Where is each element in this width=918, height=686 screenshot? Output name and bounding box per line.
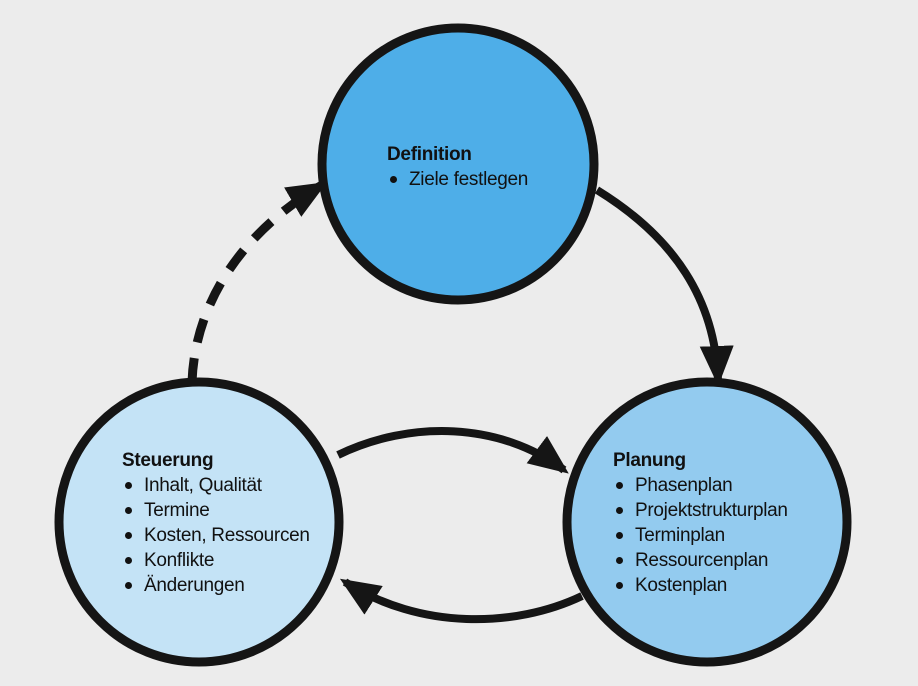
steuerung-item-inhalt: Inhalt, Qualität <box>122 473 310 498</box>
planung-item-projektstrukturplan: Projektstrukturplan <box>613 498 788 523</box>
planung-item-kostenplan: Kostenplan <box>613 573 788 598</box>
planung-item-terminplan: Terminplan <box>613 523 788 548</box>
definition-item: Ziele festlegen <box>387 167 528 192</box>
definition-node: Definition Ziele festlegen <box>387 142 528 192</box>
planung-circle <box>562 377 852 667</box>
steuerung-title: Steuerung <box>122 450 214 471</box>
steuerung-item-aenderungen: Änderungen <box>122 573 310 598</box>
definition-list: Ziele festlegen <box>387 167 528 192</box>
planung-item-phasenplan: Phasenplan <box>613 473 788 498</box>
steuerung-item-kosten: Kosten, Ressourcen <box>122 523 310 548</box>
arrow-planung-to-steuerung <box>339 578 584 624</box>
steuerung-item-termine: Termine <box>122 498 310 523</box>
arrow-definition-to-planung <box>594 186 734 386</box>
steuerung-node: Steuerung Inhalt, Qualität Termine Koste… <box>122 448 310 598</box>
planung-node: Planung Phasenplan Projektstrukturplan T… <box>613 448 788 598</box>
planung-list: Phasenplan Projektstrukturplan Terminpla… <box>613 473 788 598</box>
planung-item-ressourcenplan: Ressourcenplan <box>613 548 788 573</box>
planung-title: Planung <box>613 450 686 471</box>
arrow-steuerung-to-definition-dashed <box>187 181 328 383</box>
steuerung-list: Inhalt, Qualität Termine Kosten, Ressour… <box>122 473 310 598</box>
definition-circle <box>317 23 599 305</box>
steuerung-circle <box>54 377 344 667</box>
steuerung-item-konflikte: Konflikte <box>122 548 310 573</box>
definition-title: Definition <box>387 144 472 165</box>
arrow-steuerung-to-planung <box>336 427 569 474</box>
